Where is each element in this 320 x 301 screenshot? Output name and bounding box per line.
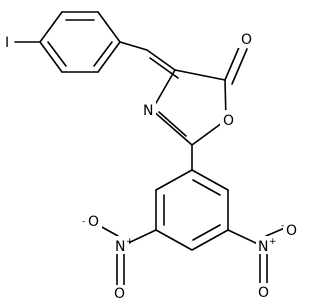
nitro-right-n-charge: + [269,237,277,247]
nitro-left-n-label: N [115,239,125,255]
bond-ring2-c [191,229,229,251]
nitro-left-n-charge: + [126,237,134,247]
bond-ring2-d [155,229,193,251]
chemical-structure-diagram: I O N O N + O - O N + O - O [0,11,299,301]
bond-ring2-f [155,169,193,191]
molecule-canvas: I O N O N + O - O N + O - O [0,11,299,301]
bond-exocyclic-double-b [149,57,179,79]
bond-ring1-inner-b [93,41,113,67]
ring-nitrogen-label: N [143,103,153,119]
bond-carbonyl-b [231,48,248,85]
oxazolone-ring [151,69,227,146]
nitro-right-n-label: N [258,239,268,255]
carbonyl-oxygen-label-bg [238,30,254,48]
bond-ring1-inner-c [47,41,67,67]
nitro-right-n-label-bg [256,236,272,254]
bond-ring2-inner-a [192,179,221,196]
bond-oxazolone-c2-n [151,109,193,146]
nitro-left-o-top-charge: - [82,217,85,227]
ring-oxygen-label-bg [220,110,238,128]
iodophenyl-ring [39,11,121,73]
bond-ring1-c [97,11,121,43]
bond-carbonyl-a [224,44,241,81]
bond-aryl-vinyl [119,41,148,51]
ring-oxygen-label: O [223,113,234,129]
bond-ring2-inner-b [192,224,221,241]
nitro-right-o-top-label: O [286,223,297,239]
bond-oxazolone-c2-n-double [158,111,187,137]
nitro-left-o-top-label: O [88,214,99,230]
bond-ring-nitro-left [123,229,157,246]
bond-ring2-a [191,169,229,191]
nitro-left-o-bottom-label: O [114,286,125,301]
nitro-left-o-bottom-label-bg [111,285,129,301]
bond-ring-nitro-right [227,229,261,246]
nitro-left-n-label-bg [113,236,129,254]
nitro-right-o-bottom-label: O [258,285,269,301]
bond-ring1-f [39,41,63,73]
ring-nitrogen-label-bg [140,100,156,118]
dinitrophenyl-ring [155,169,229,251]
nitro-right-o-bottom-label-bg [255,283,273,301]
carbonyl-oxygen-label: O [241,32,252,48]
nitro-right-o-top-charge: - [281,221,284,231]
iodine-label: I [5,35,9,51]
iodine-label-bg [0,32,14,50]
bond-exocyclic-double-a [146,49,176,71]
nitro-left-o-top-label-bg [84,212,102,230]
bond-nitro-left-o-top [99,225,119,237]
bond-ring1-a [39,11,63,43]
nitro-right-o-top-label-bg [283,220,299,238]
bond-ring1-d [97,41,121,73]
bond-oxazolone-c4-c5 [174,69,226,81]
